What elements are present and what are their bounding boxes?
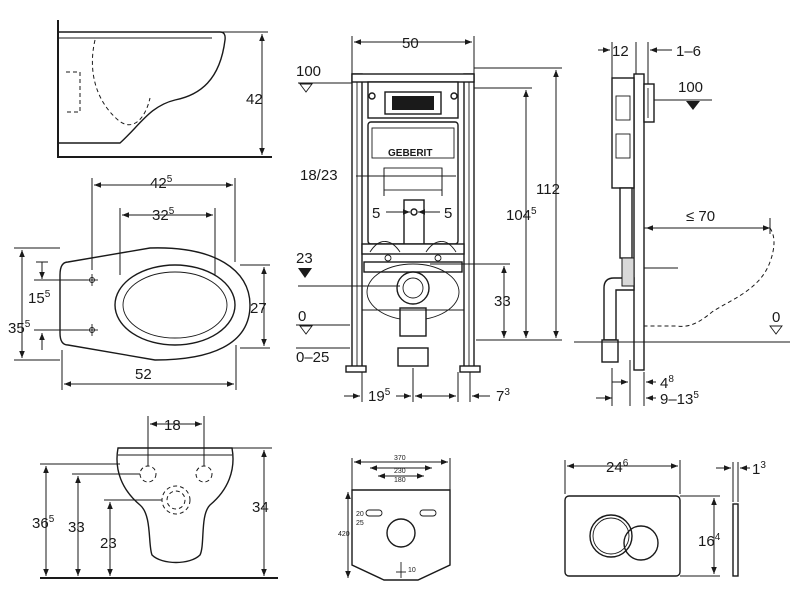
gasket-width-mid: 230 (394, 468, 406, 475)
gasket-height: 420 (338, 531, 350, 538)
bowl-front-height-b: 33 (68, 519, 85, 536)
gasket-offset-c: 10 (408, 567, 416, 574)
level-23-marker (298, 268, 312, 278)
plate-thickness: 13 (752, 460, 766, 478)
frame-pipe-spacing: 18/23 (300, 167, 338, 184)
frame-marker-23: 23 (296, 250, 313, 267)
gasket-offset-a: 20 (356, 511, 364, 518)
bowl-top-view: 425 325 155 355 27 52 (8, 174, 270, 390)
gasket-offset-b: 25 (356, 520, 364, 527)
frame-width-label: 50 (402, 35, 419, 52)
bowl-front-height-d: 34 (252, 499, 269, 516)
gasket-width-inner: 180 (394, 477, 406, 484)
side-level-100: 100 (678, 79, 703, 96)
frame-height-outlet: 33 (494, 293, 511, 310)
bowl-front-height-c: 23 (100, 535, 117, 552)
plate-width: 246 (606, 458, 629, 476)
trap-hidden (91, 39, 151, 126)
bowl-top-length: 52 (135, 366, 152, 383)
flush-button-large (623, 525, 659, 561)
bowl-side-height-label: 42 (246, 91, 263, 108)
gasket-width-outer: 370 (394, 455, 406, 462)
side-cistern (611, 77, 635, 189)
bowl-top-hole-offset: 155 (28, 289, 51, 307)
gasket-view: 370 230 180 420 20 25 10 (338, 455, 451, 581)
frame-foot-right: 73 (496, 387, 510, 405)
side-actuator (643, 83, 655, 123)
flush-button-small (589, 514, 633, 558)
frame-level-100: 100 (296, 63, 321, 80)
seat-opening (114, 264, 236, 346)
frame-offset-right: 5 (444, 205, 452, 222)
side-bowl-depth: ≤ 70 (686, 208, 715, 225)
drain-outlet (396, 271, 430, 305)
plate-height: 164 (698, 532, 721, 550)
bowl-top-outline (59, 247, 251, 361)
flush-pipe (403, 199, 425, 245)
gasket-hole (386, 518, 416, 548)
bowl-top-width-outer: 425 (150, 174, 173, 192)
frame-offset-left: 5 (372, 205, 380, 222)
frame-height-112: 112 (536, 181, 560, 198)
foot-left (345, 365, 367, 373)
frame-level-range: 0–25 (296, 349, 329, 366)
bowl-front-hole-width: 18 (164, 417, 181, 434)
brand-label: GEBERIT (388, 148, 432, 159)
outlet-hidden (66, 71, 81, 113)
side-dim-4-8: 48 (660, 374, 674, 392)
frame-foot-left: 195 (368, 387, 391, 405)
side-dim-range: 1–6 (676, 43, 701, 60)
side-bowl-outline (644, 227, 775, 327)
bowl-side-view: 42 (57, 20, 272, 158)
drain-elbow (399, 307, 427, 337)
bowl-front-view: 18 365 33 23 34 (32, 416, 278, 579)
frame-front-view: GEBERIT 50 100 18/23 5 (296, 35, 562, 405)
actuator-plate (564, 495, 681, 577)
bowl-front-height-a: 365 (32, 514, 55, 532)
bowl-top-hole-spacing: 27 (250, 300, 267, 317)
plate-side-profile (732, 503, 739, 577)
bowl-outline (58, 31, 226, 144)
side-dim-12: 12 (612, 43, 629, 60)
foot-right (459, 365, 481, 373)
frame-level-zero: 0 (298, 308, 306, 325)
drain-pipe (397, 347, 429, 367)
frame-side-view: 12 1–6 100 ≤ 70 0 48 9–135 (574, 42, 790, 408)
side-drain-bend (603, 277, 635, 341)
frame-height-104: 1045 (506, 206, 537, 224)
bowl-top-width-inner: 325 (152, 206, 175, 224)
bowl-top-total-height: 355 (8, 319, 31, 337)
side-level-zero: 0 (772, 309, 780, 326)
plate-view: 246 164 13 (564, 458, 766, 577)
side-dim-9-13: 9–135 (660, 390, 699, 408)
bowl-front-outline (116, 447, 234, 564)
side-frame-post (633, 73, 645, 371)
